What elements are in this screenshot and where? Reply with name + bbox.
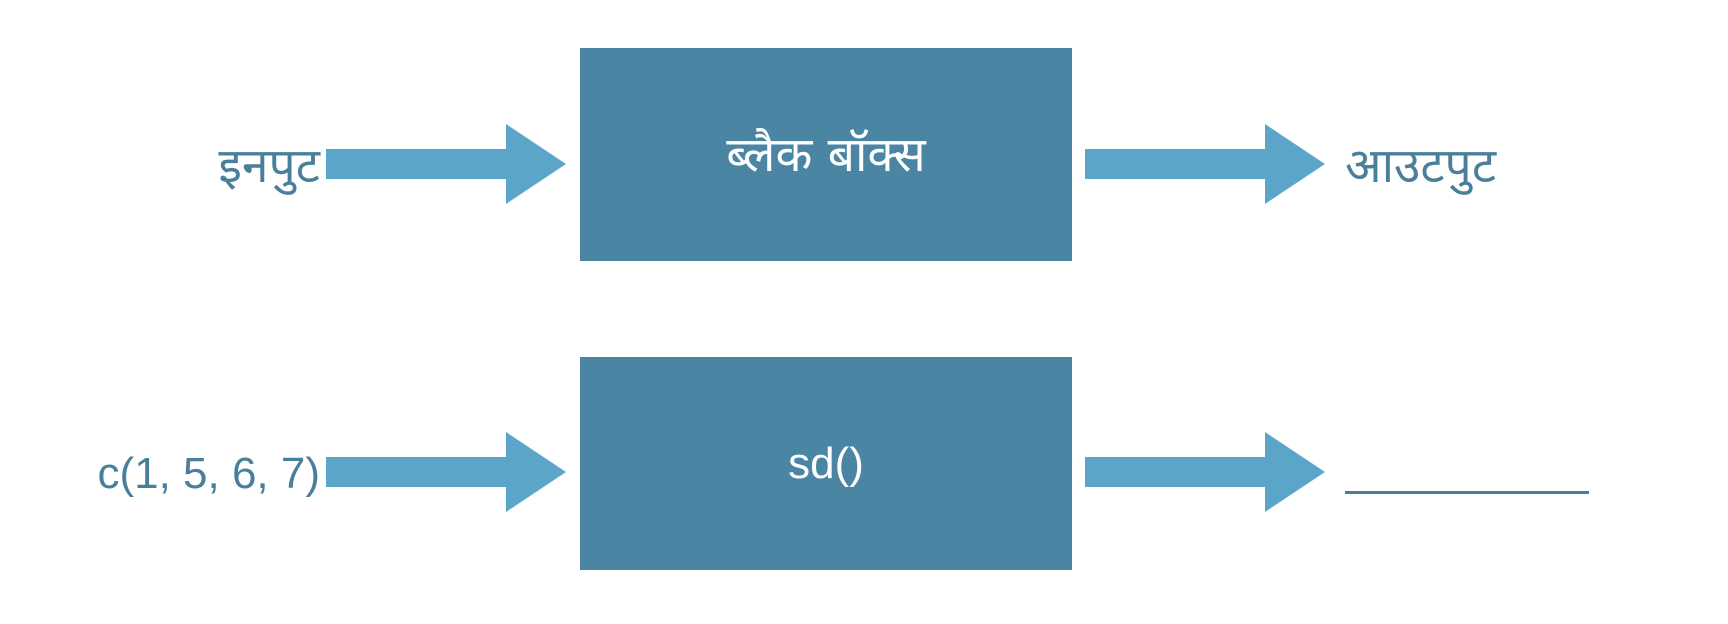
input-label: इनपुट (218, 138, 320, 194)
function-box: sd() (580, 357, 1072, 570)
black-box: ब्लैक बॉक्स (580, 48, 1072, 261)
right-arrow-icon (326, 432, 566, 512)
black-box-label: ब्लैक बॉक्स (726, 126, 926, 183)
function-label: sd() (788, 438, 864, 488)
right-arrow-icon (1085, 432, 1325, 512)
input-vector-label: c(1, 5, 6, 7) (97, 449, 320, 498)
answer-blank-line (1345, 491, 1589, 494)
output-label: आउटपुट (1345, 138, 1497, 194)
right-arrow-icon (326, 124, 566, 204)
right-arrow-icon (1085, 124, 1325, 204)
